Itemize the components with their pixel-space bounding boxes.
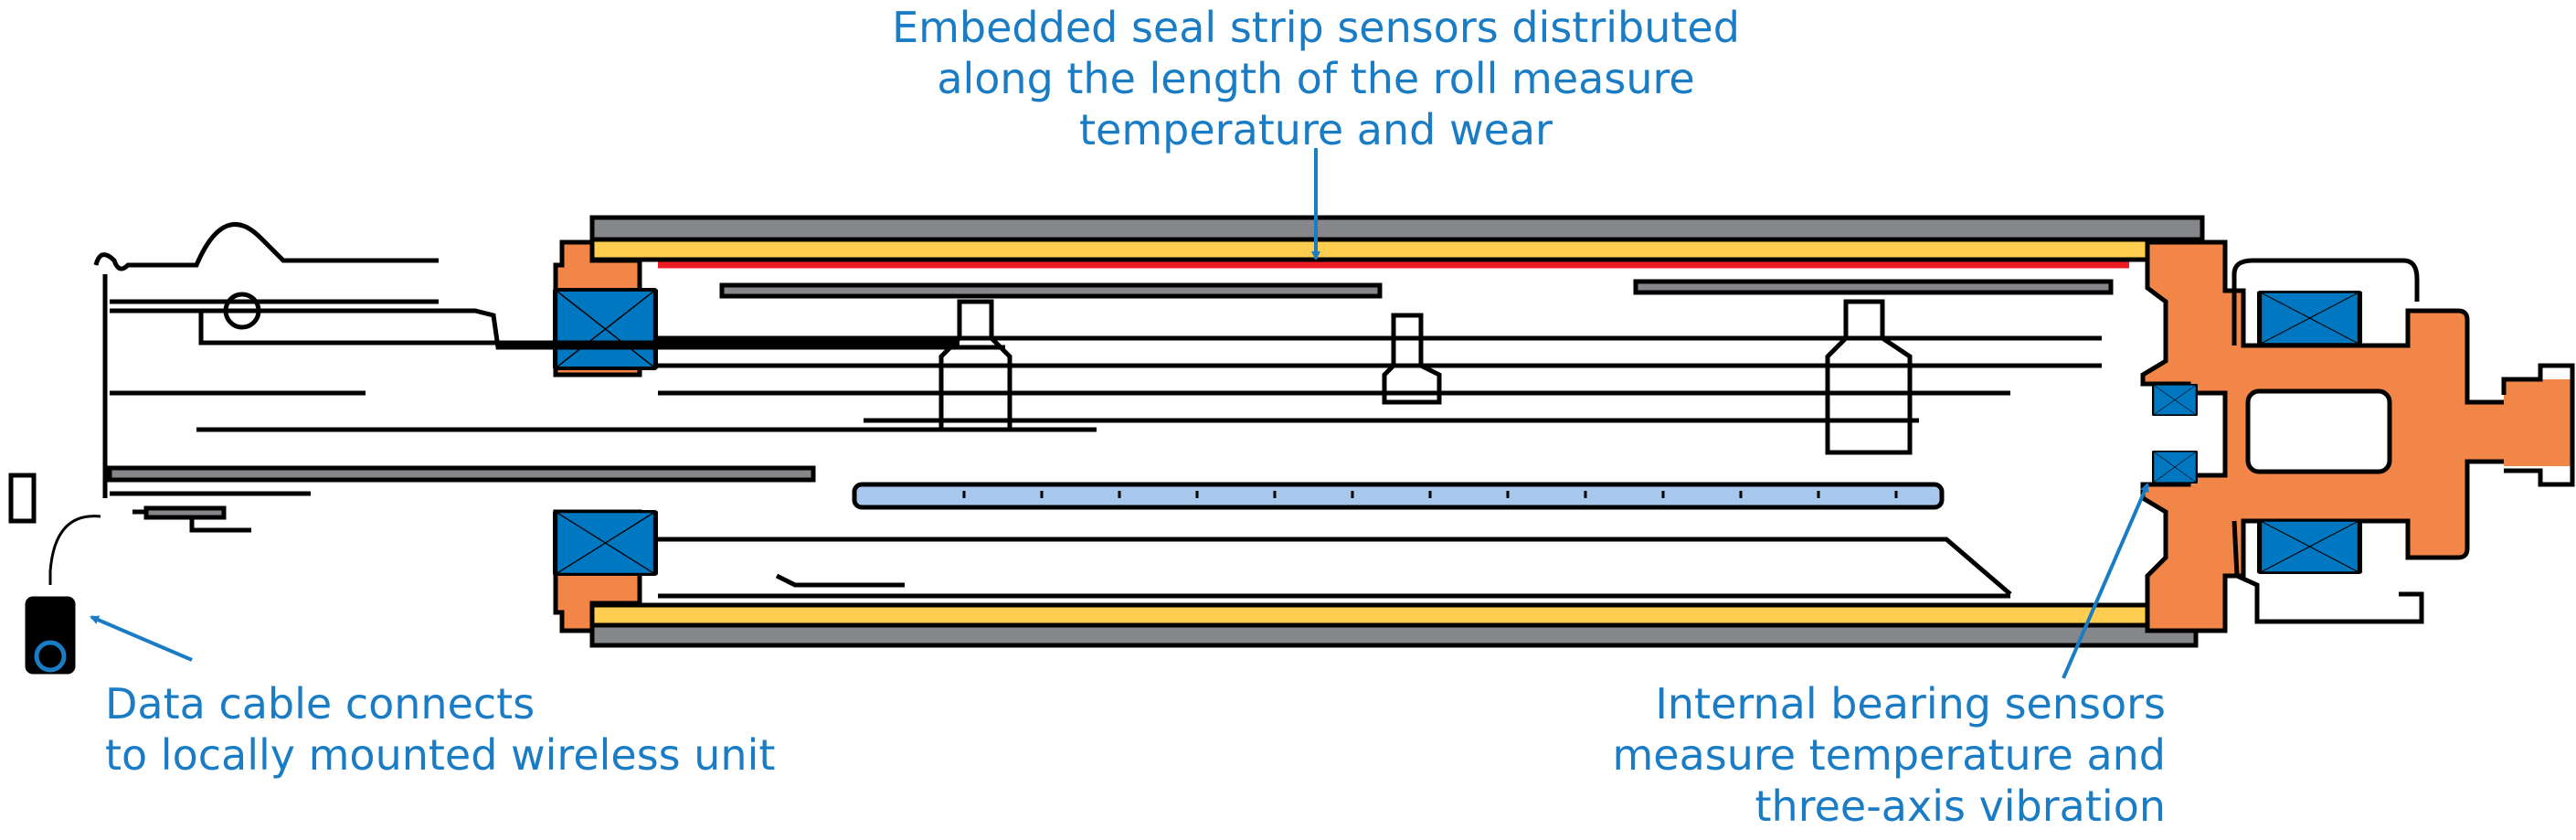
left-bearing-top — [555, 290, 655, 368]
hub-bore — [2245, 388, 2392, 474]
annotation-line: Data cable connects — [105, 679, 535, 728]
data-cable-annotation: Data cable connects to locally mounted w… — [105, 678, 775, 781]
lifting-eye — [223, 292, 261, 330]
bearing-sensor-arrow — [2062, 483, 2149, 679]
right-stub-outline — [2501, 363, 2575, 487]
internal-bearing-top — [2152, 384, 2198, 416]
outer-shell-top — [589, 215, 2205, 242]
data-cable — [48, 515, 101, 585]
right-stub — [2504, 379, 2572, 466]
annotation-line: along the length of the roll measure — [937, 54, 1695, 103]
sensor-bar-ticks — [962, 491, 1898, 498]
right-bearing-housing — [2231, 258, 2424, 624]
seal-layer-top — [589, 237, 2205, 262]
annotation-line: measure temperature and — [1612, 730, 2166, 780]
annotation-line: to locally mounted wireless unit — [105, 730, 776, 780]
internal-bracket-1 — [938, 299, 1012, 432]
internal-bracket-3 — [1382, 313, 1442, 405]
right-bearing-bottom — [2259, 520, 2359, 573]
annotation-line: temperature and wear — [1079, 105, 1553, 154]
left-bearing-bottom — [555, 511, 655, 574]
internal-bearing-bottom — [2152, 451, 2198, 484]
left-spindle — [93, 221, 1097, 533]
seal-strip-annotation: Embedded seal strip sensors distributed … — [768, 2, 1864, 155]
wireless-unit-connector — [25, 596, 76, 675]
sensor-bar — [852, 482, 1945, 510]
outer-shell-bottom — [589, 622, 2199, 648]
inner-tube — [658, 335, 2102, 599]
seal-layer-bottom — [589, 602, 2199, 628]
annotation-line: Internal bearing sensors — [1655, 679, 2166, 728]
annotation-line: three-axis vibration — [1754, 782, 2167, 831]
right-bearing-top — [2259, 292, 2359, 345]
internal-bracket-2 — [1825, 299, 1913, 455]
inner-rod-top — [719, 282, 1383, 299]
data-cable-arrow — [90, 615, 193, 662]
bearing-sensors-annotation: Internal bearing sensors measure tempera… — [1371, 678, 2166, 832]
annotation-line: Embedded seal strip sensors distributed — [892, 3, 1740, 52]
left-junction-box — [8, 473, 37, 524]
shaft-bar-short — [143, 505, 227, 520]
wireless-unit-ring — [34, 640, 67, 673]
shaft-bar — [107, 465, 816, 483]
inner-rod-right — [1633, 279, 2114, 295]
